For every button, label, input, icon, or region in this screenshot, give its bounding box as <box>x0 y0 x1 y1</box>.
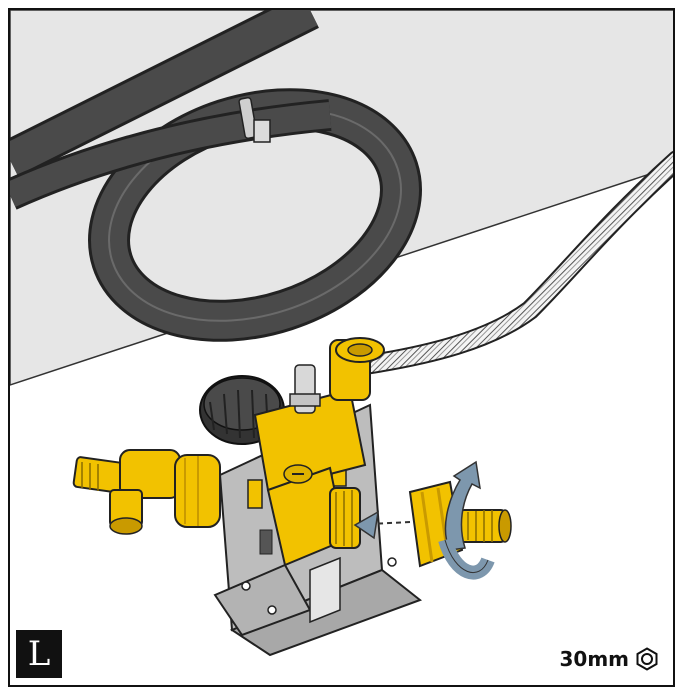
insert-direction-arrow <box>353 510 411 540</box>
rotate-direction-arrow <box>438 460 495 580</box>
tool-size-note: 30mm <box>559 647 659 671</box>
cable-tie <box>238 96 271 143</box>
step-letter-badge: L <box>16 630 62 678</box>
left-brass-tee <box>72 449 221 535</box>
wall-surface <box>10 10 673 386</box>
front-brass-valve <box>266 464 361 567</box>
hex-nut-icon <box>636 647 658 671</box>
instruction-frame: L 30mm <box>8 8 675 687</box>
wrench-size-label: 30mm <box>559 647 629 671</box>
brass-valve-body <box>253 337 385 492</box>
installation-illustration <box>10 10 673 657</box>
